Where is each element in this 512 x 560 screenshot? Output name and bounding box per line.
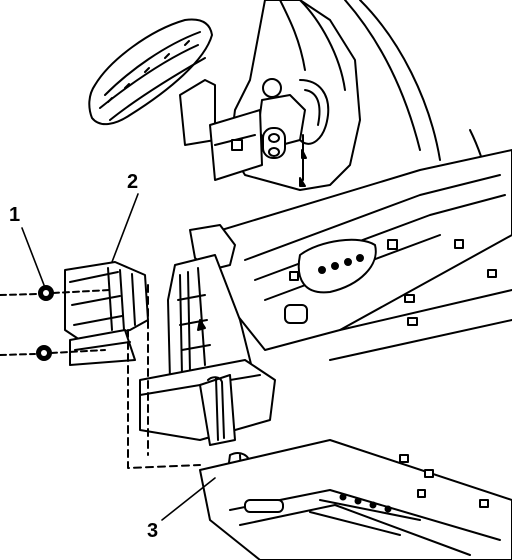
installation-guide-lines (128, 285, 200, 468)
lower-bracket-assembly (200, 375, 512, 560)
callout-2: 2 (127, 171, 139, 193)
callout-leaders (22, 194, 215, 520)
fastener-nuts (0, 286, 110, 360)
callout-1: 1 (9, 204, 21, 226)
strut-tower-structure (210, 0, 500, 215)
fender-upper-panel (89, 20, 215, 145)
callout-3: 3 (147, 520, 159, 542)
frame-rail (205, 150, 512, 360)
headlamp-bracket (65, 262, 148, 365)
